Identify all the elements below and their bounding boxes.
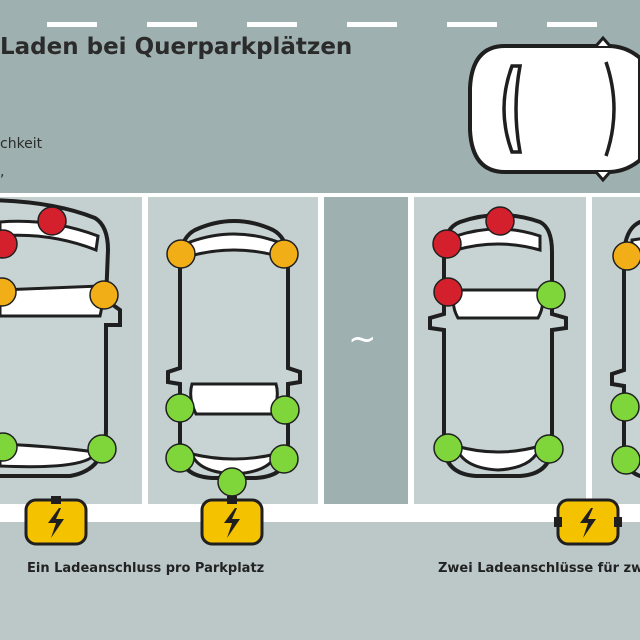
charging-port-dot — [612, 241, 640, 271]
charging-station-icon — [24, 496, 88, 546]
charging-port-dot — [485, 206, 515, 236]
charging-port-dot — [217, 467, 247, 497]
lightning-bolt-icon — [224, 508, 240, 538]
parking-line — [0, 193, 640, 197]
car-topview-icon — [428, 213, 568, 478]
separator-tilde: ~ — [348, 319, 377, 359]
legend-text-2: , — [0, 164, 5, 180]
caption-left: Ein Ladeanschluss pro Parkplatz — [27, 561, 265, 576]
charging-port-dot — [87, 434, 117, 464]
stall-dividers — [142, 197, 592, 504]
charging-station-icon — [200, 496, 264, 546]
charging-port-dot — [0, 277, 17, 307]
charging-ports — [0, 206, 640, 497]
diagram-title: Laden bei Querparkplätzen — [0, 34, 353, 60]
charging-port-dot — [536, 280, 566, 310]
charging-port-dot — [270, 395, 300, 425]
charging-port-dot — [165, 393, 195, 423]
charging-port-dot — [611, 445, 640, 475]
caption-right: Zwei Ladeanschlüsse für zwe — [438, 561, 640, 576]
charging-port-dot — [166, 239, 196, 269]
charging-port-dot — [433, 277, 463, 307]
charging-port-dot — [534, 434, 564, 464]
curb — [0, 504, 640, 522]
charging-port-dot — [37, 206, 67, 236]
car-topview-icon — [0, 198, 122, 478]
charging-port-dot — [269, 444, 299, 474]
lightning-bolt-icon — [580, 508, 596, 538]
charging-station-icon — [554, 498, 622, 546]
lane-markings — [47, 22, 597, 27]
charging-port-dot — [0, 229, 18, 259]
sidewalk — [0, 522, 640, 640]
charging-port-dot — [432, 229, 462, 259]
charging-port-dot — [269, 239, 299, 269]
charging-port-dot — [0, 432, 18, 462]
charging-port-dot — [610, 392, 640, 422]
charging-port-dot — [433, 433, 463, 463]
lightning-bolt-icon — [48, 508, 64, 538]
legend-text-1: chkeit — [0, 136, 43, 152]
charging-port-dot — [165, 443, 195, 473]
car-topview-icon — [468, 35, 640, 183]
charging-port-dot — [89, 280, 119, 310]
